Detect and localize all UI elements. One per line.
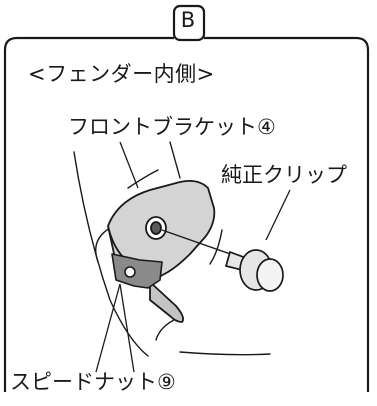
panel-badge-label: B [180, 8, 196, 32]
section-title: <フェンダー内側> [28, 62, 215, 86]
panel-frame [3, 36, 370, 392]
leader-lines [95, 141, 291, 373]
speed-nut [111, 253, 163, 289]
genuine-clip [224, 249, 284, 292]
speed-nut-label: スピードナット⑨ [10, 370, 176, 394]
front-bracket-label: フロントブラケット④ [68, 115, 276, 139]
front-bracket [107, 179, 216, 323]
genuine-clip-label: 純正クリップ [221, 163, 347, 187]
clip-guide-line [161, 229, 237, 257]
panel-badge-box [172, 4, 206, 42]
fender-contour-lines [73, 141, 271, 357]
